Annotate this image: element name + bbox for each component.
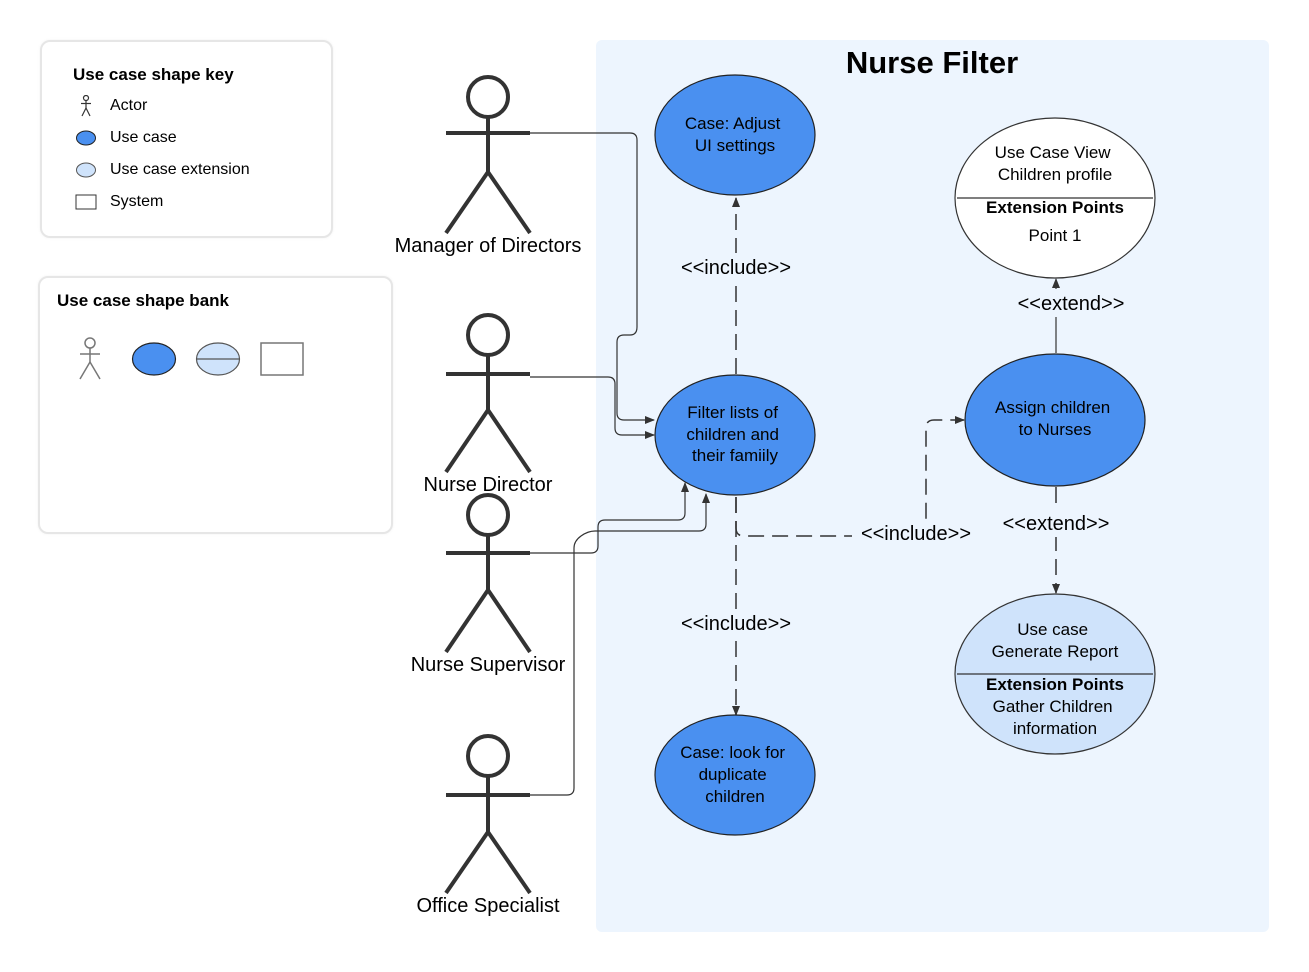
extend-label-report: <<extend>> (1003, 513, 1110, 535)
key-label-actor: Actor (110, 97, 148, 114)
actor-nurse-supervisor[interactable] (444, 493, 532, 654)
svg-text:Case: Adjust UI settings: Case: Adjust UI settings (685, 114, 785, 155)
view-profile-line-1: Use Case View (995, 143, 1112, 162)
system-title: Nurse Filter (846, 45, 1018, 80)
use-case-assign-line-1: Assign children (995, 398, 1110, 417)
association-specialist-filter (530, 493, 710, 796)
svg-text:Use Case View Children p: Use Case View Children profile (995, 143, 1116, 184)
actor-label-director: Nurse Director (424, 474, 553, 496)
key-label-system: System (110, 193, 164, 210)
shape-key-panel: Use case shape key Actor Use case Use ca… (40, 40, 333, 238)
actor-label-supervisor: Nurse Supervisor (411, 654, 566, 676)
include-label-duplicates: <<include>> (681, 613, 791, 635)
use-case-view-children-profile[interactable]: Use Case View Children profile Extension… (954, 117, 1156, 279)
association-supervisor-filter (530, 482, 689, 554)
key-item-use-case-extension: Use case extension (72, 158, 250, 182)
report-line-1: Use case (1017, 620, 1088, 639)
use-case-adjust-ui-settings[interactable]: Case: Adjust UI settings (654, 74, 816, 196)
key-item-system: System (72, 190, 163, 214)
use-case-duplicates-line-3: children (705, 787, 765, 806)
use-case-assign-children[interactable]: Assign children to Nurses (964, 353, 1146, 487)
extend-label-view-profile: <<extend>> (1018, 293, 1125, 315)
use-case-filter-line-3: their famiily (692, 446, 778, 465)
shape-bank-title: Use case shape bank (57, 291, 229, 310)
use-case-duplicates-line-2: duplicate (699, 765, 767, 784)
report-ext-line-2: information (1013, 719, 1097, 738)
svg-text:Assign children to Nurse: Assign children to Nurses (995, 398, 1115, 439)
use-case-duplicates-line-1: Case: look for (680, 743, 785, 762)
use-case-filter-lists[interactable]: Filter lists of children and their famii… (654, 374, 816, 496)
svg-text:Filter lists of children: Filter lists of children and their famii… (686, 403, 783, 465)
association-manager-filter (530, 132, 655, 424)
svg-text:Case: look for duplicate: Case: look for duplicate children (680, 743, 790, 806)
use-case-icon (72, 126, 100, 150)
use-case-generate-report[interactable]: Use case Generate Report Extension Point… (954, 593, 1156, 755)
actor-manager-of-directors[interactable] (444, 75, 532, 235)
actor-icon (72, 94, 100, 118)
include-label-adjust-ui: <<include>> (681, 257, 791, 279)
svg-text:Use case Generate Report: Use case Generate Report (992, 620, 1119, 661)
actor-label-specialist: Office Specialist (416, 895, 559, 917)
use-case-extension-icon (72, 158, 100, 182)
key-label-use-case-extension: Use case extension (110, 161, 250, 178)
report-ext-title: Extension Points (986, 675, 1124, 694)
use-case-filter-line-2: children and (686, 425, 779, 444)
actor-office-specialist[interactable] (444, 734, 532, 895)
key-item-actor: Actor (72, 94, 147, 118)
bank-system-shape[interactable] (260, 342, 304, 376)
use-case-adjust-ui-line-2: UI settings (695, 136, 775, 155)
report-ext-line-1: Gather Children (993, 697, 1113, 716)
actor-label-manager: Manager of Directors (395, 235, 582, 257)
use-case-adjust-ui-line-1: Case: Adjust (685, 114, 781, 133)
system-icon (72, 190, 100, 214)
svg-text:Gather Children informat: Gather Children information (993, 697, 1118, 738)
use-case-look-for-duplicates[interactable]: Case: look for duplicate children (654, 714, 816, 836)
view-profile-line-2: Children profile (998, 165, 1112, 184)
report-line-2: Generate Report (992, 642, 1119, 661)
shape-key-title: Use case shape key (73, 65, 234, 84)
key-item-use-case: Use case (72, 126, 177, 150)
actor-nurse-director[interactable] (444, 313, 532, 474)
shape-bank-shapes (79, 337, 304, 380)
use-case-assign-line-2: to Nurses (1019, 420, 1092, 439)
view-profile-ext-title: Extension Points (986, 198, 1124, 217)
key-label-use-case: Use case (110, 129, 177, 146)
bank-actor-shape[interactable] (79, 337, 101, 380)
view-profile-ext-point: Point 1 (1029, 226, 1082, 245)
bank-use-case-shape[interactable] (131, 342, 177, 376)
shape-bank-panel: Use case shape bank (38, 276, 393, 534)
include-label-assign: <<include>> (861, 523, 971, 545)
association-director-filter (530, 376, 655, 439)
use-case-filter-line-1: Filter lists of (687, 403, 778, 422)
bank-use-case-extension-shape[interactable] (195, 342, 241, 376)
